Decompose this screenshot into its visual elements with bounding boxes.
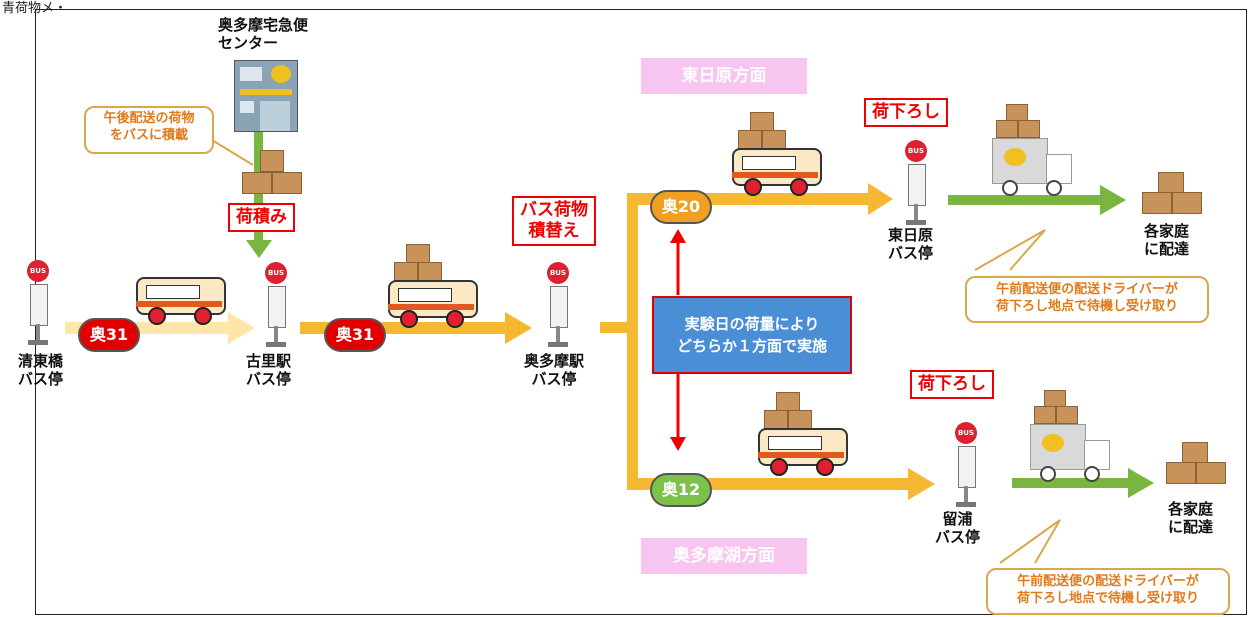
driver-note-line1: 午前配送便の配送ドライバーが: [996, 282, 1178, 297]
driver-note-pointer-top: [974, 229, 1046, 271]
transfer-line1: バス荷物: [520, 200, 588, 220]
truck-icon-top: [992, 104, 1076, 196]
center-label-line1: 奥多摩宅急便: [218, 16, 309, 34]
note-afternoon-load: 午後配送の荷物 をバスに積載: [84, 106, 214, 154]
bus-sign-icon: BUS: [905, 140, 927, 162]
center-label: 奥多摩宅急便 センター: [218, 16, 308, 52]
branch-vertical: [627, 193, 638, 489]
driver-note-bottom: 午前配送便の配送ドライバーが 荷下ろし地点で待機し受け取り: [986, 568, 1230, 615]
bus-stop-icon-seitobashi: BUS: [24, 260, 52, 346]
center-label-line2: センター: [218, 34, 279, 52]
unload-label-bottom: 荷下ろし: [910, 370, 994, 399]
bus-stop-icon-higashihibara: BUS: [902, 140, 930, 226]
direction-okutamako: 奥多摩湖方面: [641, 538, 807, 574]
page-caption: 青荷物メ・: [2, 1, 68, 16]
orange-arrow-1: [300, 312, 532, 344]
experiment-note: 実験日の荷量により どちらか１方面で実施: [652, 296, 852, 374]
bus-icon-3: [732, 112, 824, 196]
delivery-line1: 各家庭: [1144, 222, 1190, 240]
stop-name: 奥多摩駅: [524, 352, 585, 370]
bus-icon-4: [758, 392, 850, 476]
stop-tomeura: 留浦 バス停: [935, 510, 980, 546]
bus-sign-icon: BUS: [265, 262, 287, 284]
home-boxes-icon-bottom: [1164, 442, 1228, 484]
green-arrow-head: [246, 240, 272, 258]
stop-name: 古里駅: [246, 352, 292, 370]
bus-sign-icon: BUS: [27, 260, 49, 282]
bus-icon-2: [388, 244, 480, 328]
route-badge-oku20: 奥20: [650, 190, 712, 224]
bus-stop-icon-tomeura: BUS: [952, 422, 980, 508]
bus-stop-icon-okutama: BUS: [544, 262, 572, 348]
red-arrow-up-head: [670, 229, 686, 243]
route-badge-oku31-2: 奥31: [324, 318, 386, 352]
stop-seitobashi: 清東橋 バス停: [18, 352, 63, 388]
green-arrow-top: [948, 185, 1126, 215]
branch-trunk: [600, 322, 638, 333]
driver-note-line1: 午前配送便の配送ドライバーが: [1017, 574, 1199, 589]
stop-name: 留浦: [942, 510, 973, 528]
driver-note-line2: 荷下ろし地点で待機し受け取り: [995, 299, 1178, 314]
delivery-line2: に配達: [1168, 518, 1214, 536]
route-badge-oku12: 奥12: [650, 473, 712, 507]
transfer-line2: 積替え: [528, 221, 580, 241]
stop-furusato: 古里駅 バス停: [246, 352, 291, 388]
bus-sign-icon: BUS: [547, 262, 569, 284]
delivery-line2: に配達: [1144, 240, 1190, 258]
home-boxes-icon-top: [1140, 172, 1204, 214]
direction-higashihibara: 東日原方面: [641, 58, 807, 94]
transfer-label: バス荷物 積替え: [512, 196, 596, 246]
note-top-pointer: [211, 139, 254, 166]
delivery-line1: 各家庭: [1168, 500, 1214, 518]
delivery-bottom: 各家庭 に配達: [1168, 500, 1213, 536]
truck-icon-bottom: [1030, 390, 1114, 482]
driver-note-pointer-bottom: [999, 519, 1061, 564]
orange-arrow-bottom: [627, 468, 935, 500]
bus-sign-icon: BUS: [955, 422, 977, 444]
red-arrow-down-head: [670, 437, 686, 451]
driver-note-top: 午前配送便の配送ドライバーが 荷下ろし地点で待機し受け取り: [965, 276, 1209, 323]
stop-suffix: バス停: [888, 244, 934, 262]
stop-higashihibara: 東日原 バス停: [888, 226, 933, 262]
stop-okutama: 奥多摩駅 バス停: [524, 352, 584, 388]
bus-icon-1: [136, 277, 226, 325]
load-label: 荷積み: [228, 203, 295, 232]
stop-suffix: バス停: [18, 370, 64, 388]
stop-name: 清東橋: [18, 352, 64, 370]
experiment-line1: 実験日の荷量により: [684, 315, 820, 333]
stop-suffix: バス停: [246, 370, 292, 388]
driver-note-line2: 荷下ろし地点で待機し受け取り: [1016, 591, 1199, 606]
stop-name: 東日原: [888, 226, 934, 244]
stop-suffix: バス停: [935, 528, 981, 546]
experiment-line2: どちらか１方面で実施: [676, 337, 827, 355]
note-line1: 午後配送の荷物: [103, 111, 195, 126]
cargo-boxes-icon: [242, 150, 302, 194]
stop-suffix: バス停: [531, 370, 577, 388]
building-icon: [234, 60, 298, 132]
unload-label-top: 荷下ろし: [864, 98, 948, 127]
route-badge-oku31-1: 奥31: [78, 318, 140, 352]
orange-arrow-top: [627, 183, 893, 215]
green-arrow-bottom: [1012, 468, 1154, 498]
light-arrow: [65, 312, 255, 344]
delivery-top: 各家庭 に配達: [1144, 222, 1189, 258]
note-line2: をバスに積載: [109, 128, 188, 143]
bus-stop-icon-furusato: BUS: [262, 262, 290, 348]
